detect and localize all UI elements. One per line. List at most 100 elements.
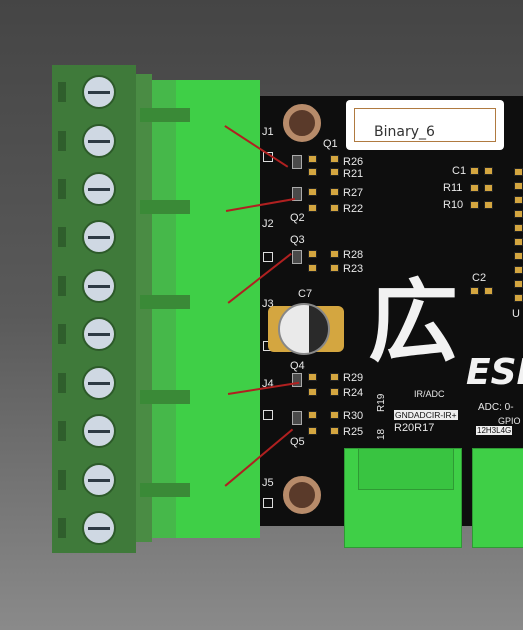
smd-pad [330, 373, 339, 381]
smd-pad [330, 188, 339, 196]
badge-label: Binary_6 [374, 124, 435, 140]
label-r26: R26 [343, 156, 364, 168]
terminal-slot [58, 324, 66, 344]
terminal-slot [58, 373, 66, 393]
label-r10: R10 [443, 199, 464, 211]
pin1-marker [263, 498, 273, 508]
smd-pad [470, 201, 479, 209]
smd-pad [308, 427, 317, 435]
label-j3: J3 [262, 298, 274, 310]
label-gnd-row: GNDADCIR-IR+ [394, 410, 458, 420]
screw-terminal-2[interactable] [82, 124, 116, 158]
label-r22: R22 [343, 203, 364, 215]
label-r27: R27 [343, 187, 364, 199]
smd-pad [308, 188, 317, 196]
module-pad [514, 210, 523, 218]
module-pad [514, 252, 523, 260]
smd-pad [308, 411, 317, 419]
logo-glyph: 広 [368, 270, 458, 375]
terminal-slot [58, 131, 66, 151]
label-r30: R30 [343, 410, 364, 422]
module-pad [514, 196, 523, 204]
smd-pad [470, 184, 479, 192]
smd-pad [308, 264, 317, 272]
label-q2: Q2 [290, 212, 305, 224]
smd-pad [470, 287, 479, 295]
terminal-block-face [176, 80, 260, 538]
terminal-latch [140, 295, 190, 309]
smd-pad [484, 201, 493, 209]
label-r21: R21 [343, 168, 364, 180]
label-q1: Q1 [323, 138, 338, 150]
label-j1: J1 [262, 126, 274, 138]
terminal-slot [58, 518, 66, 538]
smd-pad [330, 204, 339, 212]
transistor-q2 [292, 187, 302, 201]
smd-pad [330, 411, 339, 419]
module-pad [514, 280, 523, 288]
label-r18: 18 [376, 428, 387, 440]
label-c1: C1 [452, 165, 467, 177]
label-q5: Q5 [290, 436, 305, 448]
smd-pad [308, 155, 317, 163]
screw-terminal-4[interactable] [82, 220, 116, 254]
label-u: U [512, 308, 520, 320]
terminal-slot [58, 179, 66, 199]
label-r24: R24 [343, 387, 364, 399]
label-r19: R19 [376, 393, 387, 412]
terminal-latch [140, 390, 190, 404]
terminal-latch [140, 200, 190, 214]
screw-terminal-1[interactable] [82, 75, 116, 109]
screw-terminal-10[interactable] [82, 511, 116, 545]
label-gpio: GPIO [498, 416, 521, 426]
screw-terminal-3[interactable] [82, 172, 116, 206]
transistor-q4 [292, 373, 302, 387]
transistor-q3 [292, 250, 302, 264]
screw-terminal-6[interactable] [82, 317, 116, 351]
pin1-marker [263, 410, 273, 420]
label-q4: Q4 [290, 360, 305, 372]
label-c2: C2 [472, 272, 487, 284]
smd-pad [330, 250, 339, 258]
screw-terminal-8[interactable] [82, 414, 116, 448]
smd-pad [308, 168, 317, 176]
terminal-latch [140, 108, 190, 122]
connector-top-face [358, 448, 454, 490]
smd-pad [308, 388, 317, 396]
smd-pad [484, 167, 493, 175]
terminal-slot [58, 421, 66, 441]
pin1-marker [263, 252, 273, 262]
label-r28: R28 [343, 249, 364, 261]
logo-text: ESP [466, 352, 523, 393]
screw-terminal-5[interactable] [82, 269, 116, 303]
smd-pad [308, 373, 317, 381]
label-j4: J4 [262, 378, 274, 390]
smd-pad [330, 427, 339, 435]
module-pad [514, 294, 523, 302]
smd-pad [330, 168, 339, 176]
module-pad [514, 238, 523, 246]
label-q3: Q3 [290, 234, 305, 246]
terminal-slot [58, 82, 66, 102]
screw-terminal-9[interactable] [82, 463, 116, 497]
label-c7: C7 [298, 288, 313, 300]
screw-terminal-7[interactable] [82, 366, 116, 400]
label-j2: J2 [262, 218, 274, 230]
terminal-latch [140, 483, 190, 497]
capacitor-c7-can [278, 303, 330, 355]
terminal-slot [58, 227, 66, 247]
smd-pad [484, 184, 493, 192]
smd-pad [330, 155, 339, 163]
mounting-hole-bottom [283, 476, 321, 514]
smd-pad [308, 250, 317, 258]
terminal-slot [58, 276, 66, 296]
smd-pad [330, 264, 339, 272]
bottom-connector-gpio [472, 448, 523, 548]
transistor-q1 [292, 155, 302, 169]
terminal-slot [58, 470, 66, 490]
smd-pad [470, 167, 479, 175]
board-name-badge: Binary_6 [346, 100, 504, 150]
mounting-hole-top [283, 104, 321, 142]
label-ir-adc: IR/ADC [414, 389, 445, 399]
label-r11: R11 [443, 182, 463, 194]
